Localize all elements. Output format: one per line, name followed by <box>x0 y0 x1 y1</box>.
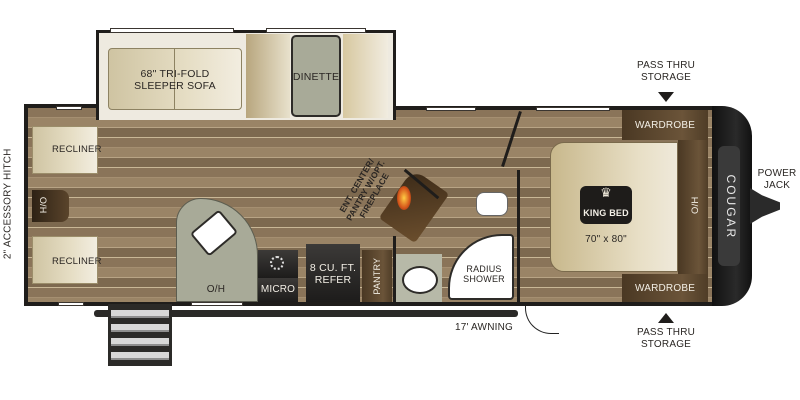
accessory-hitch-label: 2" ACCESSORY HITCH <box>2 148 14 260</box>
sleeper-sofa <box>108 48 242 110</box>
window <box>110 28 234 33</box>
bed-size-label: 70" x 80" <box>585 234 627 245</box>
toilet-icon <box>476 192 508 216</box>
bottom-wall <box>24 302 716 306</box>
headboard-overhead <box>678 140 708 274</box>
microwave <box>258 278 298 302</box>
entry-door-swing <box>525 306 559 334</box>
recliner-top <box>32 126 98 174</box>
recliner-bottom-label: RECLINER <box>52 256 102 267</box>
sofa-seam <box>174 48 175 110</box>
window <box>426 107 476 111</box>
shower-label: RADIUS SHOWER <box>463 264 505 285</box>
king-bed-badge <box>580 186 632 224</box>
bath-sink-icon <box>402 266 438 294</box>
oh-front-label: O/H <box>38 196 49 214</box>
bath-wall-left <box>393 236 396 304</box>
recliner-bottom <box>32 236 98 284</box>
brand-logo-panel <box>718 146 740 266</box>
recliner-top-label: RECLINER <box>52 144 102 155</box>
wardrobe-top <box>622 110 708 140</box>
king-bed-label: KING BED <box>583 208 629 218</box>
dinette-label: DINETTE <box>292 71 340 83</box>
front-wall <box>24 104 28 306</box>
window <box>58 302 84 306</box>
arrow-up-icon <box>658 313 674 323</box>
dinette-table <box>291 35 341 117</box>
burner-icon <box>270 256 284 270</box>
dinette-bench-left <box>246 34 290 118</box>
power-jack-label: POWER JACK <box>757 168 797 191</box>
pantry <box>362 250 392 302</box>
dinette-bench-right <box>343 34 388 118</box>
wardrobe-bottom-label: WARDROBE <box>634 283 696 294</box>
crown-icon: ♛ <box>600 185 612 200</box>
pass-thru-top-label: PASS THRU STORAGE <box>636 60 696 83</box>
sofa-label: 68" TRI-FOLD SLEEPER SOFA <box>134 68 216 93</box>
window <box>536 107 610 111</box>
entry-steps <box>108 304 172 366</box>
overhead-front <box>32 190 69 222</box>
wardrobe-top-label: WARDROBE <box>634 120 696 131</box>
fire-icon <box>397 186 411 210</box>
window <box>56 106 82 110</box>
micro-label: MICRO <box>260 284 296 295</box>
refer-label: 8 CU. FT. REFER <box>309 262 357 287</box>
arrow-down-icon <box>658 92 674 102</box>
oh-kitchen-label: O/H <box>206 284 226 295</box>
brand-logo: COUGAR <box>723 174 738 240</box>
power-jack-icon <box>750 188 780 224</box>
refrigerator <box>306 244 360 302</box>
pass-thru-bottom-label: PASS THRU STORAGE <box>636 327 696 350</box>
ho-label: H/O <box>688 196 700 215</box>
awning-label: 17' AWNING <box>455 322 513 333</box>
awning-rail <box>94 310 518 317</box>
window <box>191 302 243 306</box>
wardrobe-bottom <box>622 274 708 302</box>
window <box>266 28 366 33</box>
pantry-label: PANTRY <box>371 257 382 295</box>
bath-wall-vertical <box>517 170 520 304</box>
